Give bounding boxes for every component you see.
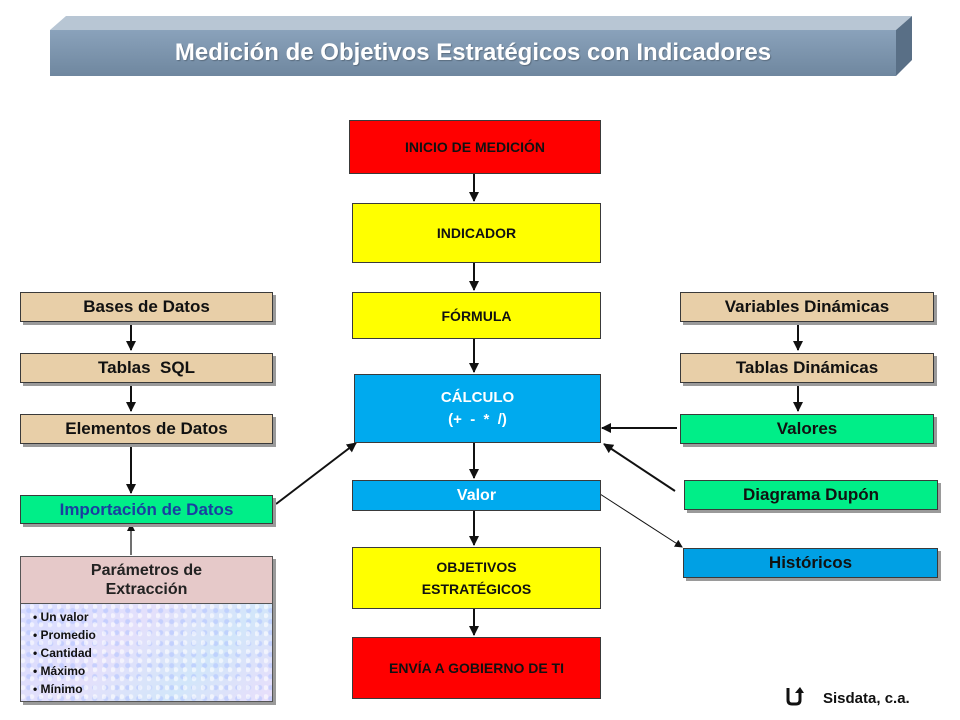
parametros-extraccion-list-panel: Un valor Promedio Cantidad Máximo Mínimo xyxy=(20,603,273,702)
list-item: Mínimo xyxy=(33,680,272,698)
formula-label: FÓRMULA xyxy=(441,307,512,324)
calculo-box: CÁLCULO (+ - * /) xyxy=(354,374,601,443)
variables-dinamicas-box: Variables Dinámicas xyxy=(680,292,934,322)
arrow-dupon-calculo xyxy=(603,443,676,492)
calculo-operators: (+ - * /) xyxy=(448,410,507,428)
objetivos-label-line2: ESTRATÉGICOS xyxy=(421,581,532,597)
page-title: Medición de Objetivos Estratégicos con I… xyxy=(174,39,772,66)
arrow-importacion-calculo xyxy=(275,442,357,505)
inicio-medicion-label: INICIO DE MEDICIÓN xyxy=(404,139,545,155)
envia-gobierno-box: ENVÍA A GOBIERNO DE TI xyxy=(352,637,601,699)
valor-box: Valor xyxy=(352,480,601,511)
diagrama-dupon-box: Diagrama Dupón xyxy=(684,480,938,510)
parametros-extraccion-header: Parámetros de Extracción xyxy=(20,556,273,604)
envia-gobierno-label: ENVÍA A GOBIERNO DE TI xyxy=(388,660,564,676)
arrow-valor-historicos xyxy=(599,493,683,548)
importacion-de-datos-box: Importación de Datos xyxy=(20,495,273,524)
valores-box: Valores xyxy=(680,414,934,444)
footer-brand: Sisdata, c.a. xyxy=(823,690,910,707)
calculo-label: CÁLCULO xyxy=(440,388,515,406)
parametros-title-line2: Extracción xyxy=(105,581,188,598)
historicos-box: Históricos xyxy=(683,548,938,578)
objetivos-estrategicos-box: OBJETIVOS ESTRATÉGICOS xyxy=(352,547,601,609)
parametros-title-line1: Parámetros de xyxy=(90,562,203,579)
return-arrow-icon[interactable] xyxy=(784,684,804,708)
importacion-de-datos-label: Importación de Datos xyxy=(59,499,234,519)
parametros-list: Un valor Promedio Cantidad Máximo Mínimo xyxy=(33,608,272,698)
objetivos-label-line1: OBJETIVOS xyxy=(436,559,517,575)
historicos-label: Históricos xyxy=(768,553,853,572)
tablas-dinamicas-label: Tablas Dinámicas xyxy=(735,358,879,377)
list-item: Promedio xyxy=(33,626,272,644)
list-item: Un valor xyxy=(33,608,272,626)
bases-de-datos-label: Bases de Datos xyxy=(83,297,210,316)
tablas-sql-box: Tablas SQL xyxy=(20,353,273,383)
elementos-de-datos-box: Elementos de Datos xyxy=(20,414,273,444)
inicio-medicion-box: INICIO DE MEDICIÓN xyxy=(349,120,601,174)
indicador-box: INDICADOR xyxy=(352,203,601,263)
title-banner xyxy=(50,16,912,76)
valores-label: Valores xyxy=(776,419,838,438)
formula-box: FÓRMULA xyxy=(352,292,601,339)
variables-dinamicas-label: Variables Dinámicas xyxy=(724,297,890,316)
bases-de-datos-box: Bases de Datos xyxy=(20,292,273,322)
list-item: Cantidad xyxy=(33,644,272,662)
diagrama-dupon-label: Diagrama Dupón xyxy=(742,485,880,504)
valor-label: Valor xyxy=(456,486,497,504)
elementos-de-datos-label: Elementos de Datos xyxy=(65,419,228,438)
tablas-sql-label: Tablas SQL xyxy=(98,358,195,377)
tablas-dinamicas-box: Tablas Dinámicas xyxy=(680,353,934,383)
indicador-label: INDICADOR xyxy=(436,225,517,241)
list-item: Máximo xyxy=(33,662,272,680)
